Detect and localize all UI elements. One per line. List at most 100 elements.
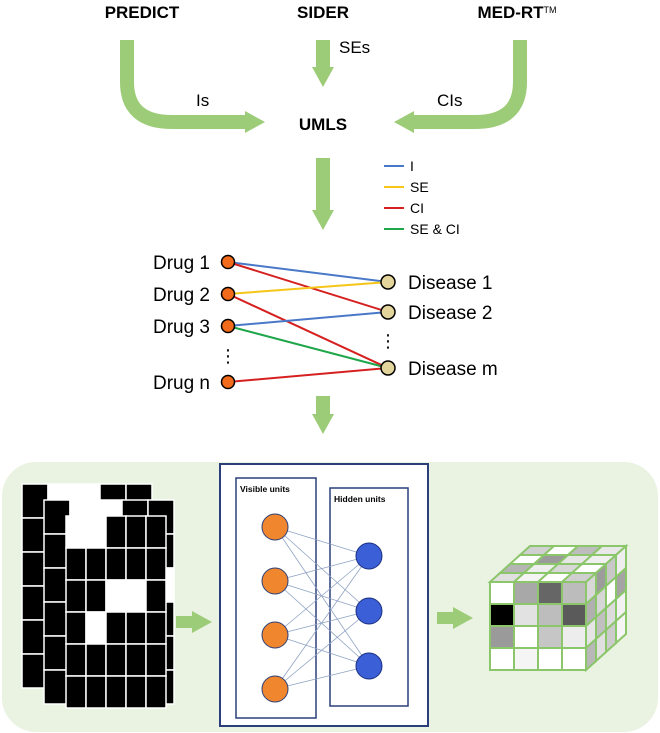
visible-units-label: Visible units [240, 484, 290, 494]
matrix-cell [125, 675, 147, 709]
rbm-connection [274, 526, 370, 557]
input-matrix-stack [21, 483, 175, 709]
disease-label: Disease 2 [408, 303, 493, 324]
cube-front-cell [489, 647, 515, 671]
drug-label: Drug 2 [153, 285, 210, 306]
matrix-cell [105, 675, 127, 709]
matrix-cell [65, 611, 87, 645]
cube-front-cell [513, 603, 539, 627]
hidden-units-box [329, 487, 409, 707]
matrix-cell [105, 611, 127, 645]
rbm-connection [274, 526, 370, 612]
disease-ellipsis: ⋮ [379, 331, 397, 351]
graph-edge [227, 325, 389, 369]
matrix-cell [65, 547, 87, 581]
drug-label: Drug n [153, 373, 210, 394]
disease-label: Disease m [408, 359, 498, 380]
matrix-cell [125, 547, 147, 581]
source-sider: SIDER [297, 3, 349, 22]
cube-front-cell [489, 625, 515, 649]
graph-edge [227, 311, 389, 327]
rbm-connection [274, 555, 370, 636]
drug-node [220, 318, 236, 334]
visible-unit [261, 567, 289, 595]
cube-front-cell [513, 625, 539, 649]
hidden-unit [355, 652, 383, 680]
arrow-label-is: Is [196, 91, 209, 110]
legend-label: CI [410, 200, 424, 216]
rbm-connection [274, 610, 370, 690]
matrix-cell [105, 643, 127, 677]
disease-nodes: Disease 1 Disease 2 Disease m [380, 273, 498, 380]
matrix-cell [105, 579, 127, 613]
matrix-cell [105, 547, 127, 581]
cube-front-cell [489, 581, 515, 605]
source-predict: PREDICT [105, 3, 180, 22]
matrix-cell [85, 515, 107, 549]
matrix-layer [65, 515, 167, 709]
matrix-cell [85, 643, 107, 677]
source-medrt: MED-RTTM [477, 3, 556, 22]
disease-node [380, 360, 396, 376]
rbm-connection [274, 580, 370, 667]
hidden-unit [355, 542, 383, 570]
legend-label: I [410, 158, 414, 174]
matrix-cell [85, 611, 107, 645]
hidden-units-label: Hidden units [334, 494, 386, 504]
arrow-label-ses: SEs [339, 38, 370, 57]
matrix-cell [125, 643, 147, 677]
visible-unit [261, 513, 289, 541]
cube-front-cell [513, 647, 539, 671]
cube-front-cell [537, 647, 563, 671]
medrt-arrow [394, 40, 527, 133]
graph-edges [227, 261, 389, 383]
rbm-outer-box [219, 463, 429, 727]
cube-front-cell [561, 625, 587, 649]
cube-side-cell [615, 609, 627, 646]
visible-units-box [235, 477, 317, 719]
drug-label: Drug 3 [153, 317, 210, 338]
cube-front-cell [489, 603, 515, 627]
visible-unit [261, 675, 289, 703]
visible-unit [261, 621, 289, 649]
drug-node [220, 374, 236, 390]
cube-front-cell [537, 603, 563, 627]
predict-arrow [120, 40, 265, 133]
matrix-cell [65, 643, 87, 677]
matrix-cell [145, 611, 167, 645]
rbm-network [261, 513, 383, 703]
drug-ellipsis: ⋮ [219, 346, 237, 366]
matrix-cell [145, 643, 167, 677]
source-medrt-name: MED-RT [477, 3, 544, 22]
output-tensor-cube [487, 543, 629, 673]
disease-node [380, 274, 396, 290]
graph-edge [227, 281, 389, 295]
matrix-cell [125, 579, 147, 613]
cube-front-cell [561, 581, 587, 605]
cube-front-cell [561, 647, 587, 671]
rbm-connection [274, 555, 370, 690]
cube-front-cell [513, 581, 539, 605]
matrix-cell [65, 515, 87, 549]
matrix-cell [65, 675, 87, 709]
graph-edge [227, 261, 389, 283]
cube-front-cell [561, 603, 587, 627]
matrix-cell [145, 675, 167, 709]
cube-front-cell [537, 625, 563, 649]
hidden-unit [355, 597, 383, 625]
legend-label: SE & CI [410, 221, 460, 237]
matrix-cell [125, 515, 147, 549]
disease-node [380, 304, 396, 320]
matrix-cell [125, 611, 147, 645]
drug-node [220, 286, 236, 302]
rbm-connection [274, 526, 370, 667]
matrix-cell [85, 547, 107, 581]
matrix-cell [145, 579, 167, 613]
disease-label: Disease 1 [408, 273, 493, 294]
cube-front-cell [537, 581, 563, 605]
arrow-label-cis: CIs [437, 91, 463, 110]
